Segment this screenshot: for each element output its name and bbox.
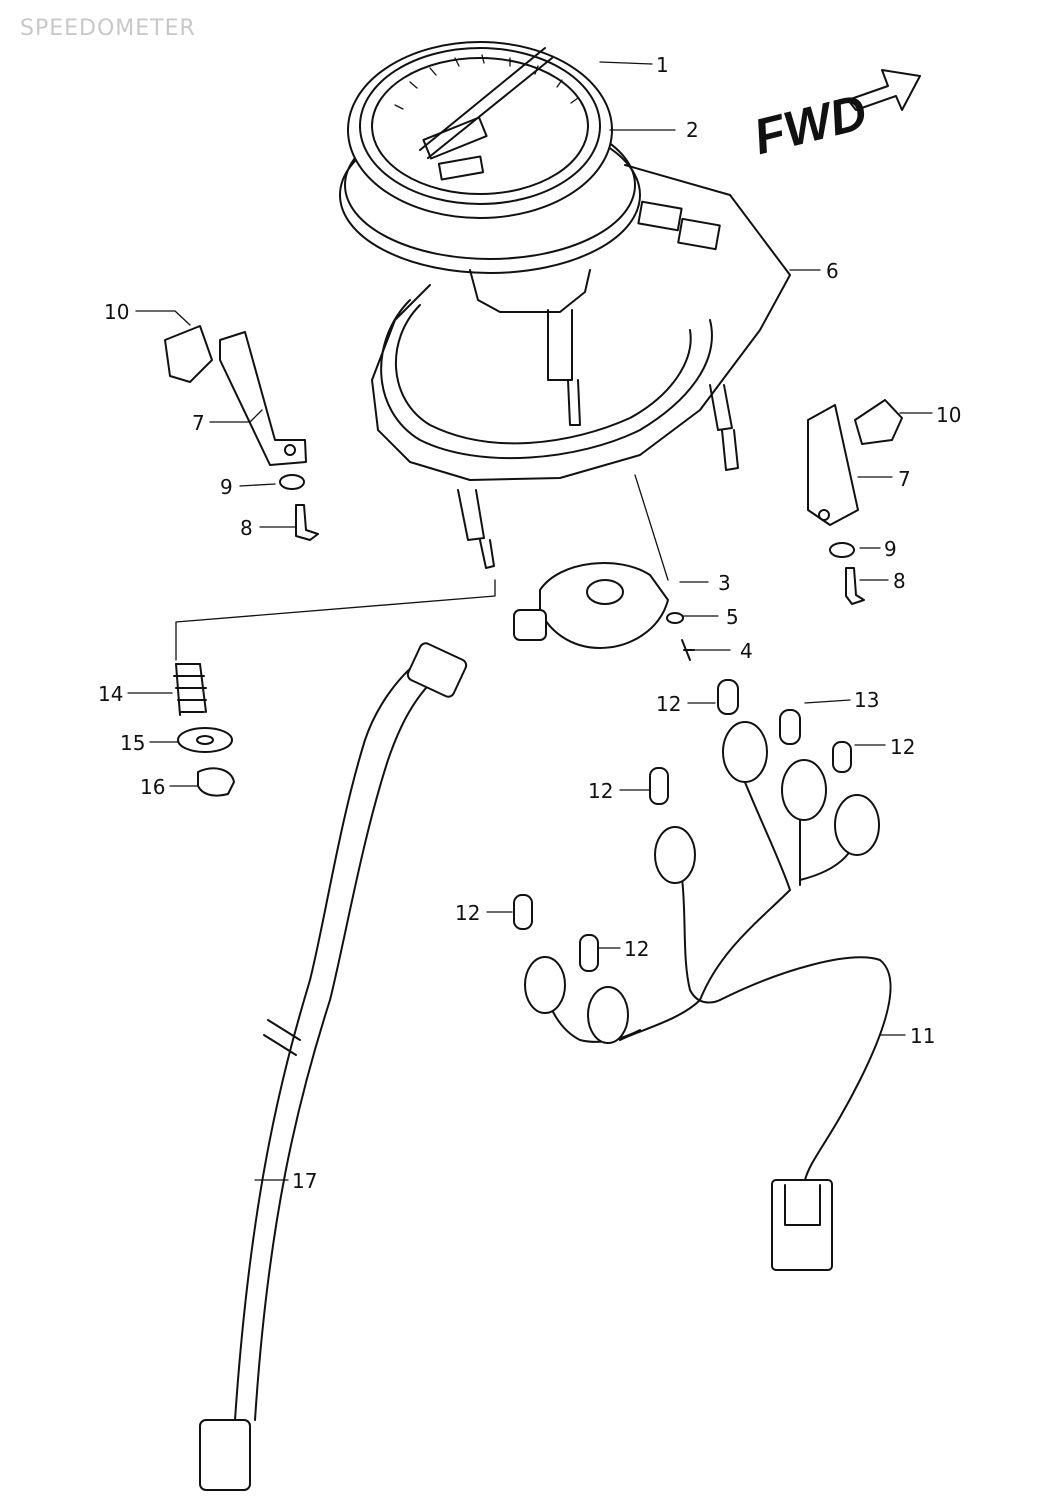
callout-8-left: 8 (240, 516, 253, 540)
callout-12b: 12 (890, 735, 915, 759)
bracket-right (807, 404, 859, 526)
spring (173, 663, 207, 716)
bulb-13 (779, 709, 801, 745)
callout-12a: 12 (656, 692, 681, 716)
callout-2: 2 (686, 118, 699, 142)
nut-16 (197, 767, 235, 797)
diagram-title: SPEEDOMETER (20, 16, 196, 41)
callout-10-left: 10 (104, 300, 129, 324)
callout-6: 6 (826, 259, 839, 283)
bulb-12e (579, 934, 599, 972)
callout-16: 16 (140, 775, 165, 799)
callout-12c: 12 (588, 779, 613, 803)
bulb-12c (649, 767, 669, 805)
callout-11: 11 (910, 1024, 935, 1048)
leader-lines (127, 61, 933, 1181)
forward-arrow-icon (847, 69, 921, 111)
bulb-12d (513, 894, 533, 930)
screw-left (295, 504, 319, 541)
callout-8-right: 8 (893, 569, 906, 593)
bulb-12a (717, 679, 739, 715)
washer-right (829, 542, 855, 558)
callout-9-right: 9 (884, 537, 897, 561)
screw-right (845, 567, 865, 605)
callout-13: 13 (854, 688, 879, 712)
speedometer-gauge (339, 41, 641, 313)
callout-1: 1 (656, 53, 669, 77)
callout-7-right: 7 (898, 467, 911, 491)
callout-7-left: 7 (192, 411, 205, 435)
callout-3: 3 (718, 571, 731, 595)
callout-12d: 12 (455, 901, 480, 925)
callout-9-left: 9 (220, 475, 233, 499)
bracket-left (219, 331, 307, 466)
callout-10-right: 10 (936, 403, 961, 427)
clip-right (854, 399, 903, 445)
callout-15: 15 (120, 731, 145, 755)
bulb-12b (832, 741, 852, 773)
washer-15 (177, 727, 233, 753)
washer-left (279, 474, 305, 490)
clip-left (164, 325, 213, 383)
wiring-harness (524, 721, 892, 1271)
callout-17: 17 (292, 1169, 317, 1193)
callout-4: 4 (740, 639, 753, 663)
meter-housing (371, 164, 791, 569)
callout-12e: 12 (624, 937, 649, 961)
speedometer-cable (199, 642, 468, 1491)
callout-14: 14 (98, 682, 123, 706)
callout-5: 5 (726, 605, 739, 629)
speed-sensor-unit (513, 562, 695, 661)
